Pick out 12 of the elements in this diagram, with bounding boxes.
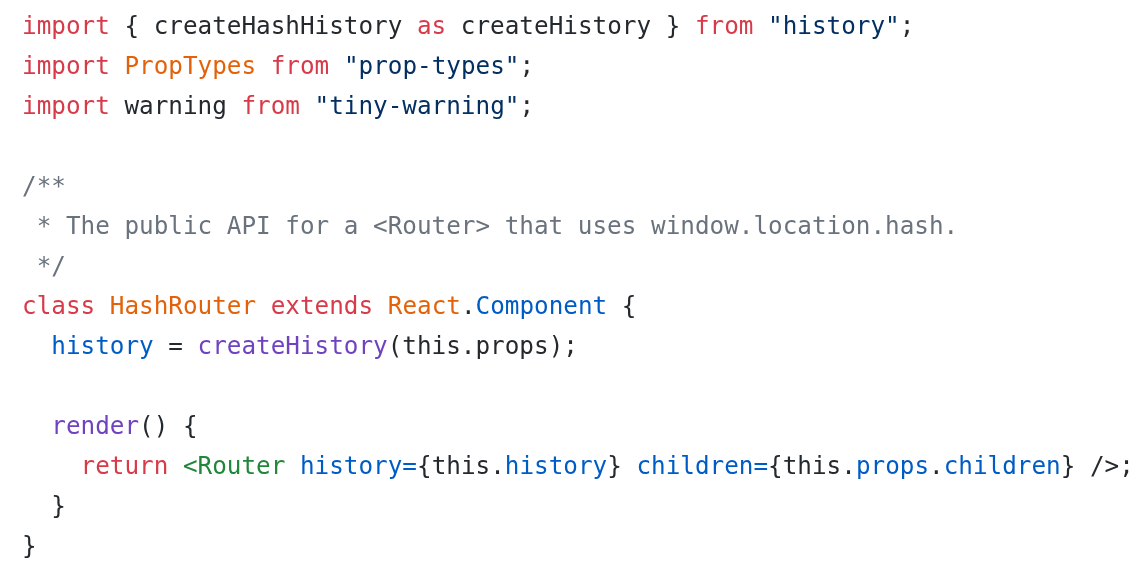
code-line: import warning from "tiny-warning";: [22, 90, 535, 122]
code-line: render() {: [51, 410, 198, 442]
code-line: import PropTypes from "prop-types";: [22, 50, 535, 82]
code-line: history = createHistory(this.props);: [51, 330, 578, 362]
code-line: * The public API for a <Router> that uses window.location.hash.: [36, 210, 959, 242]
code-line: }: [22, 530, 37, 562]
code-line: }: [51, 490, 66, 522]
code-line: /**: [22, 170, 66, 202]
code-line: return <Router history={this.history} children={this.props.children} />;: [80, 450, 1134, 482]
code-line: */: [36, 250, 66, 282]
code-line: import { createHashHistory as createHistory } from "history";: [22, 10, 915, 42]
code-line: class HashRouter extends React.Component {: [22, 290, 637, 322]
